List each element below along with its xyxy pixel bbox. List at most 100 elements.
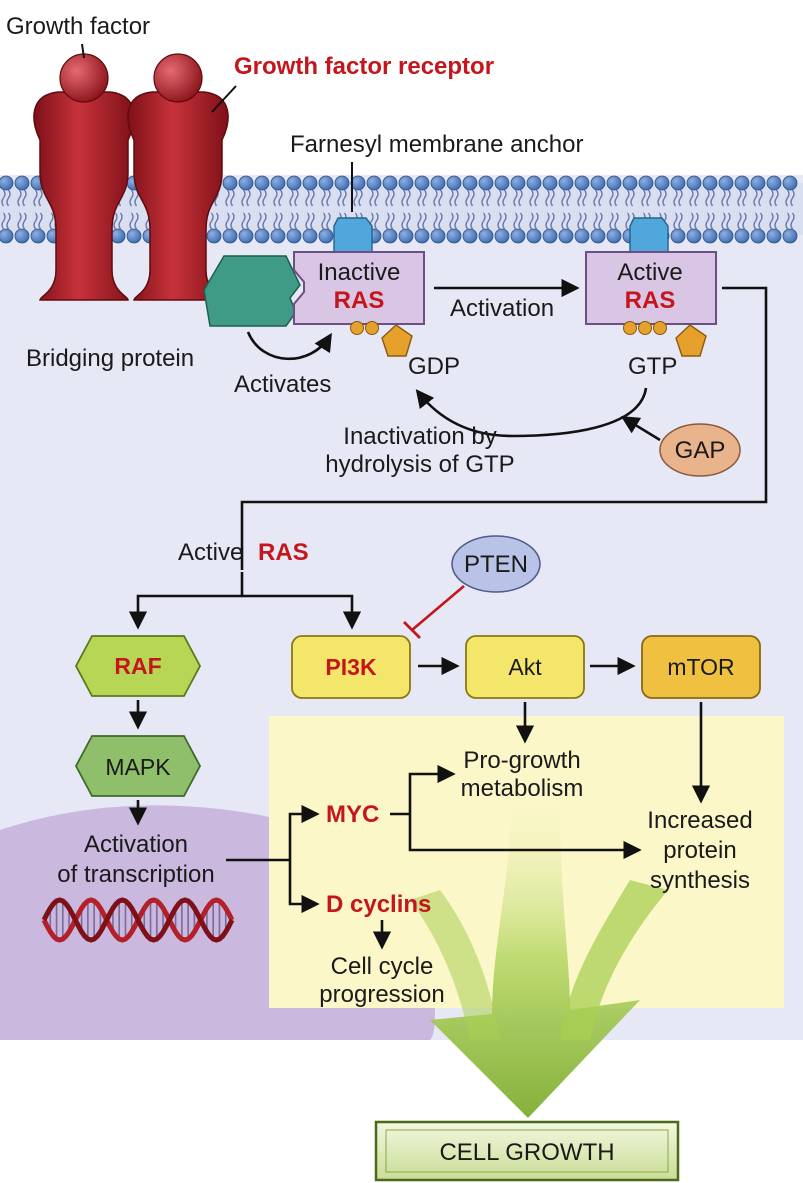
lipid-tail (609, 212, 614, 230)
lipid-head (622, 175, 638, 191)
activation-transcription-line1: Activation (84, 831, 188, 858)
lipid-tail (273, 189, 278, 207)
lipid-tail (609, 189, 614, 207)
lipid-tail (17, 189, 22, 207)
lipid-tail (513, 189, 518, 207)
receptor-label: Growth factor receptor (234, 53, 494, 80)
akt-node (465, 635, 585, 699)
lipid-tail (358, 189, 363, 207)
lipid-head (206, 228, 222, 244)
lipid-tail (406, 189, 411, 207)
lipid-tail (17, 212, 22, 230)
lipid-head (766, 228, 782, 244)
lipid-tail (566, 189, 571, 207)
lipid-tail (337, 189, 342, 207)
growth-factor-ligand (153, 53, 203, 103)
lipid-head (270, 228, 286, 244)
farnesyl-anchor-label: Farnesyl membrane anchor (290, 131, 583, 158)
mapk-node (74, 735, 202, 797)
lipid-head (670, 228, 686, 244)
lipid-tail (257, 189, 262, 207)
lipid-tail (790, 212, 795, 230)
lipid-tail (390, 189, 395, 207)
lipid-head (526, 175, 542, 191)
mapk-label: MAPK (105, 754, 171, 780)
lipid-head (302, 175, 318, 191)
lipid-tail (726, 212, 731, 230)
gap-protein (659, 423, 741, 477)
lipid-tail (6, 189, 11, 207)
lipid-tail (774, 212, 779, 230)
lipid-head (526, 228, 542, 244)
growth-factor-ligand (59, 53, 109, 103)
bridging-protein-label: Bridging protein (26, 345, 194, 372)
lipid-tail (753, 212, 758, 230)
inactivation-label-line1: Inactivation by (343, 423, 496, 450)
lipid-head (222, 175, 238, 191)
lipid-head (542, 175, 558, 191)
cell-growth-box (374, 1120, 680, 1182)
lipid-tail (641, 189, 646, 207)
lipid-head (590, 175, 606, 191)
cell-growth-label: CELL GROWTH (439, 1139, 614, 1166)
lipid-head (334, 175, 350, 191)
lipid-tail (385, 189, 390, 207)
guanine-nucleotide (381, 324, 413, 357)
lipid-head (702, 175, 718, 191)
activation-label: Activation (450, 295, 554, 322)
lipid-head (238, 228, 254, 244)
lipid-tail (433, 212, 438, 230)
lipid-head (510, 228, 526, 244)
lipid-head (414, 228, 430, 244)
lipid-tail (294, 189, 299, 207)
lipid-head (126, 228, 142, 244)
lipid-tail (518, 189, 523, 207)
lipid-tail (673, 212, 678, 230)
guanine-nucleotide (675, 324, 707, 357)
lipid-tail (422, 212, 427, 230)
lipid-tail (401, 212, 406, 230)
lipid-tail (593, 189, 598, 207)
d-cyclins-label: D cyclins (326, 891, 431, 918)
lipid-tail (481, 212, 486, 230)
lipid-tail (22, 212, 27, 230)
lipid-tail (129, 189, 134, 207)
lipid-tail (390, 212, 395, 230)
lipid-tail (577, 189, 582, 207)
cell-cycle-label-line1: Cell cycle (331, 953, 434, 980)
lipid-tail (417, 189, 422, 207)
pten-protein (451, 535, 541, 593)
lipid-tail (625, 212, 630, 230)
inactive-ras-label: RAS (334, 287, 385, 314)
lipid-tail (582, 212, 587, 230)
lipid-head (558, 175, 574, 191)
lipid-head (542, 228, 558, 244)
lipid-head (302, 228, 318, 244)
lipid-tail (257, 212, 262, 230)
lipid-tail (22, 189, 27, 207)
lipid-tail (561, 189, 566, 207)
lipid-head (254, 228, 270, 244)
raf-node (74, 635, 202, 697)
lipid-head (462, 228, 478, 244)
lipid-tail (545, 189, 550, 207)
lipid-head (734, 175, 750, 191)
increased-label-line3: synthesis (650, 867, 750, 894)
pten-label: PTEN (464, 551, 528, 578)
lipid-tail (230, 212, 235, 230)
lipid-tail (225, 189, 230, 207)
lipid-tail (1, 212, 6, 230)
lipid-head (110, 228, 126, 244)
lipid-tail (534, 212, 539, 230)
lipid-tail (689, 189, 694, 207)
farnesyl-anchor (629, 217, 669, 253)
increased-label-line1: Increased (647, 807, 752, 834)
lipid-tail (273, 212, 278, 230)
lipid-tail (705, 212, 710, 230)
lipid-tail (129, 212, 134, 230)
lipid-tail (385, 212, 390, 230)
lipid-tail (241, 189, 246, 207)
lipid-tail (225, 212, 230, 230)
